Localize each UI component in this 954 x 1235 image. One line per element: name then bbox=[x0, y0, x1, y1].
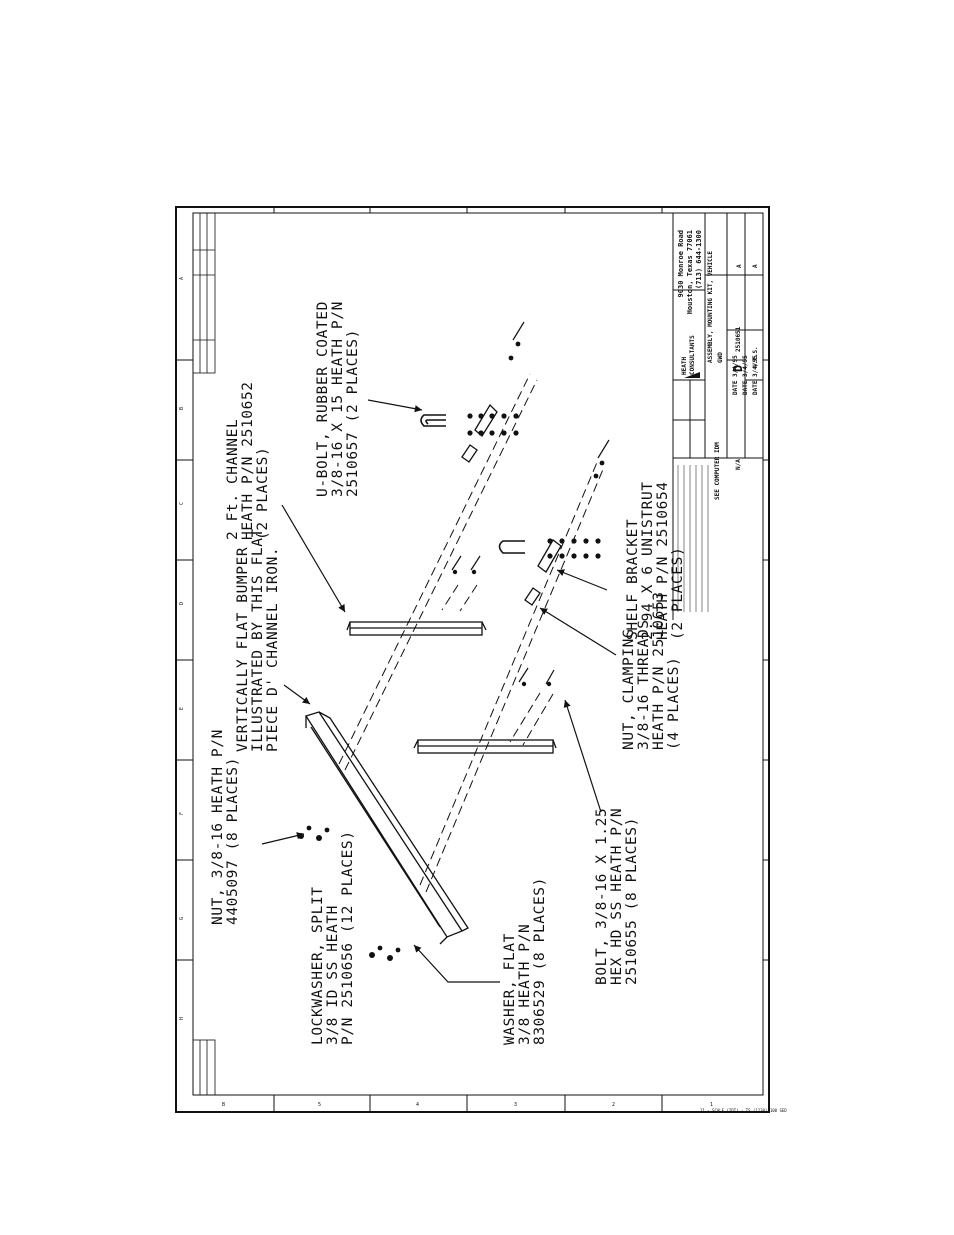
company-address-line: Houston, Texas 77061 bbox=[686, 230, 694, 314]
callout-line: NUT, 3/8-16 HEATH P/N bbox=[210, 729, 226, 925]
revision-letter: A bbox=[736, 264, 743, 268]
ubolt-upper bbox=[420, 414, 446, 427]
used-on: N/A bbox=[735, 459, 742, 470]
callout-bolt: BOLT, 3/8-16 X 1.25 HEX HD SS HEATH P/N … bbox=[594, 808, 640, 985]
callout-line: NUT, CLAMPING bbox=[621, 629, 637, 750]
zone-label: A bbox=[179, 277, 185, 280]
leader-bolt bbox=[563, 699, 602, 813]
ubolt-lower bbox=[498, 540, 525, 554]
zone-label: E bbox=[179, 707, 185, 710]
revision-letter-2: A bbox=[752, 264, 759, 268]
sheet-size: D bbox=[731, 365, 745, 372]
revision-block bbox=[192, 212, 216, 374]
callout-line: ILLUSTRATED BY THIS FLAT bbox=[250, 528, 266, 752]
zone-label: 4 bbox=[416, 1102, 419, 1108]
callout-line: P/N 2510656 (12 PLACES) bbox=[340, 830, 356, 1045]
callout-line: (2 PLACES) bbox=[255, 447, 271, 540]
leader-channel bbox=[281, 504, 346, 613]
zone-ticks bbox=[176, 207, 769, 1112]
callout-line: 3/8-16 X 15 HEATH P/N bbox=[330, 301, 346, 497]
zone-label: 2 bbox=[612, 1102, 615, 1108]
title-block-text: 9030 Monroe Road Houston, Texas 77061 (7… bbox=[677, 230, 759, 500]
zone-label: F bbox=[179, 812, 185, 815]
company-logo-icon bbox=[684, 372, 700, 378]
zone-labels-bottom: B 5 4 3 2 1 bbox=[222, 1102, 713, 1108]
callout-nut-clamping: NUT, CLAMPING 3/8-16 THREADS HEATH P/N 2… bbox=[621, 591, 682, 750]
company-name: HEATH bbox=[681, 357, 688, 375]
finish-note: SEE COMPUTER IDM bbox=[714, 442, 721, 500]
bolts bbox=[451, 321, 610, 685]
callout-line: (2 PLACES) bbox=[670, 547, 686, 640]
callout-line: LOCKWASHER, SPLIT bbox=[310, 886, 326, 1045]
approved-date: DATE 3/4/95 bbox=[752, 355, 759, 395]
callout-line: PIECE D' CHANNEL IRON. bbox=[265, 547, 281, 752]
checked-date: DATE 3/4/95 bbox=[742, 355, 749, 395]
drawing-number: 2510651 bbox=[735, 326, 742, 352]
callout-line: HEATH P/N 2510652 bbox=[240, 381, 256, 540]
callout-line: (4 PLACES) bbox=[666, 657, 682, 750]
channel-upper bbox=[346, 621, 487, 636]
leader-nut-clamping bbox=[539, 607, 617, 656]
callout-line: BOLT, 3/8-16 X 1.25 bbox=[594, 808, 610, 985]
callout-line: 2.94 X 6 UNISTRUT bbox=[640, 481, 656, 640]
drawing-subtitle: GWD bbox=[717, 352, 724, 363]
callout-line: 8306529 (8 PLACES) bbox=[532, 877, 548, 1045]
shelf-bracket-lower bbox=[524, 539, 562, 606]
callout-line: 3/8-16 THREADS bbox=[636, 619, 652, 750]
callout-line: VERTICALLY FLAT BUMPER bbox=[235, 547, 251, 752]
leader-nut bbox=[261, 832, 305, 845]
callout-line: 2 Ft. CHANNEL bbox=[225, 419, 241, 540]
footer-note: 11 - SCALE (IDT) - TS (1230) 100 SED bbox=[700, 1108, 787, 1113]
channel-lower bbox=[413, 739, 557, 754]
notes-block bbox=[677, 465, 709, 612]
zone-label: 1 bbox=[710, 1102, 713, 1108]
zone-label: 3 bbox=[514, 1102, 517, 1108]
leader-flat-bumper bbox=[283, 684, 311, 705]
scale-value: N.T.S. bbox=[752, 346, 759, 368]
company-name: CONSULTANTS bbox=[689, 335, 696, 375]
callout-flat-bumper: VERTICALLY FLAT BUMPER ILLUSTRATED BY TH… bbox=[235, 528, 281, 752]
callout-line: WASHER, FLAT bbox=[502, 933, 518, 1045]
callout-line: HEATH P/N 2510653 bbox=[651, 591, 667, 750]
zone-label: H bbox=[179, 1017, 185, 1020]
bumper-channel bbox=[304, 711, 469, 945]
leader-washer bbox=[413, 944, 500, 983]
callout-lockwasher: LOCKWASHER, SPLIT 3/8 ID SS HEATH P/N 25… bbox=[310, 830, 356, 1045]
assembly-lines bbox=[338, 373, 605, 893]
zone-label: D bbox=[179, 602, 185, 605]
callout-line: 3/8 HEATH P/N bbox=[517, 924, 533, 1045]
zone-label: G bbox=[179, 917, 185, 920]
callout-line: HEX HD SS HEATH P/N bbox=[609, 808, 625, 985]
callout-washer-flat: WASHER, FLAT 3/8 HEATH P/N 8306529 (8 PL… bbox=[502, 877, 548, 1045]
leader-ubolt bbox=[367, 399, 423, 413]
drawn-date: DATE 3/4/95 bbox=[732, 355, 739, 395]
zone-label: C bbox=[179, 502, 185, 505]
zone-label: B bbox=[179, 407, 185, 410]
company-address-line: (713) 644-1300 bbox=[695, 230, 703, 289]
zone-label: B bbox=[222, 1102, 225, 1108]
revision-block-bottom bbox=[192, 1039, 216, 1096]
callout-line: U-BOLT, RUBBER COATED bbox=[315, 301, 331, 497]
callout-line: 3/8 ID SS HEATH bbox=[325, 905, 341, 1045]
callout-shelf-bracket: SHELF BRACKET 2.94 X 6 UNISTRUT HEATH P/… bbox=[625, 481, 686, 640]
callout-ubolt: U-BOLT, RUBBER COATED 3/8-16 X 15 HEATH … bbox=[315, 301, 361, 497]
leader-lines bbox=[261, 399, 617, 983]
title-block bbox=[672, 212, 764, 620]
drawing-title: ASSEMBLY, MOUNTING KIT, VEHICLE bbox=[707, 251, 714, 363]
callout-line: HEATH P/N 2510654 bbox=[655, 481, 671, 640]
zone-label: 5 bbox=[318, 1102, 321, 1108]
callout-channel: 2 Ft. CHANNEL HEATH P/N 2510652 (2 PLACE… bbox=[225, 381, 271, 540]
company-address-line: 9030 Monroe Road bbox=[677, 230, 685, 297]
callout-line: SHELF BRACKET bbox=[625, 519, 641, 640]
callout-line: 4405097 (8 PLACES) bbox=[225, 757, 241, 925]
callout-line: 2510655 (8 PLACES) bbox=[624, 817, 640, 985]
zone-labels-side: A B C D E F G H bbox=[179, 277, 185, 1020]
leader-shelf-bracket bbox=[556, 569, 608, 591]
fasteners bbox=[298, 341, 605, 961]
callout-line: 2510657 (2 PLACES) bbox=[345, 329, 361, 497]
callout-nut: NUT, 3/8-16 HEATH P/N 4405097 (8 PLACES) bbox=[210, 729, 241, 925]
